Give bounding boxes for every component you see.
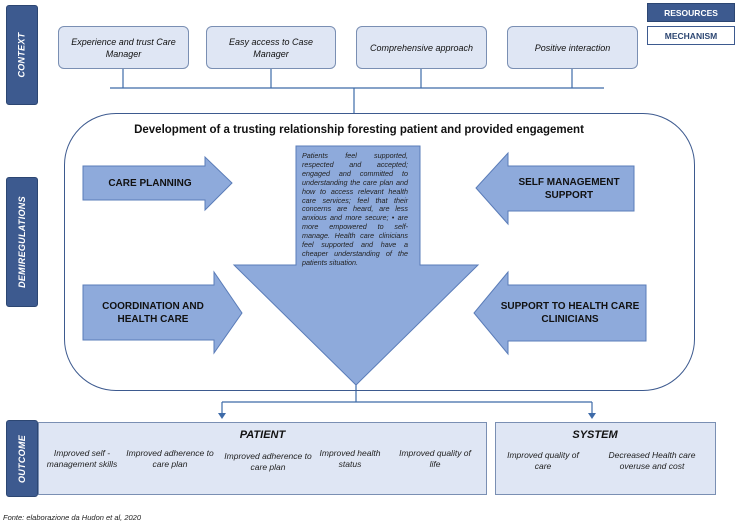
system-outcome-panel xyxy=(495,422,716,495)
demiregulations-side-label: DEMIREGULATIONS xyxy=(6,177,38,307)
self-management-label: SELF MANAGEMENT SUPPORT xyxy=(518,176,620,201)
patient-outcome-2: Improved adherence to care plan xyxy=(126,448,214,469)
patient-title: PATIENT xyxy=(239,429,286,441)
context-box-approach: Comprehensive approach xyxy=(356,26,487,69)
context-box-interaction: Positive interaction xyxy=(507,26,638,69)
support-clinicians-arrow xyxy=(473,270,647,356)
context-side-label: CONTEXT xyxy=(6,5,38,105)
patient-outcome-5: Improved quality of life xyxy=(399,448,471,469)
mechanism-panel xyxy=(64,113,695,391)
mechanism-title: Development of a trusting relationship f… xyxy=(134,124,584,136)
patient-outcome-1: Improved self - management skills xyxy=(46,448,118,469)
source-note: Fonte: elaborazione da Hudon et al, 2020 xyxy=(3,513,142,522)
coordination-label: COORDINATION AND HEALTH CARE xyxy=(102,300,204,325)
outcome-side-label: OUTCOME xyxy=(6,420,38,497)
central-down-arrow xyxy=(232,145,480,386)
patient-outcome-3: Improved adherence to care plan xyxy=(224,451,312,472)
care-planning-arrow xyxy=(82,155,233,212)
context-box-trust: Experience and trust Care Manager xyxy=(58,26,189,69)
legend-resources: RESOURCES xyxy=(647,3,735,22)
care-planning-label: CARE PLANNING xyxy=(108,177,192,189)
legend-mechanism: MECHANISM xyxy=(647,26,735,45)
mechanism-description: Patients feel supported, respected and a… xyxy=(302,151,408,267)
coordination-arrow xyxy=(82,270,243,355)
system-outcome-2: Decreased Health care overuse and cost xyxy=(608,450,696,471)
patient-outcome-panel xyxy=(38,422,487,495)
self-management-arrow xyxy=(475,151,635,226)
system-title: SYSTEM xyxy=(572,429,618,441)
context-box-access: Easy access to Case Manager xyxy=(206,26,336,69)
patient-outcome-4: Improved health status xyxy=(319,448,381,469)
support-clinicians-label: SUPPORT TO HEALTH CARE CLINICIANS xyxy=(500,301,640,325)
system-outcome-1: Improved quality of care xyxy=(507,450,579,471)
